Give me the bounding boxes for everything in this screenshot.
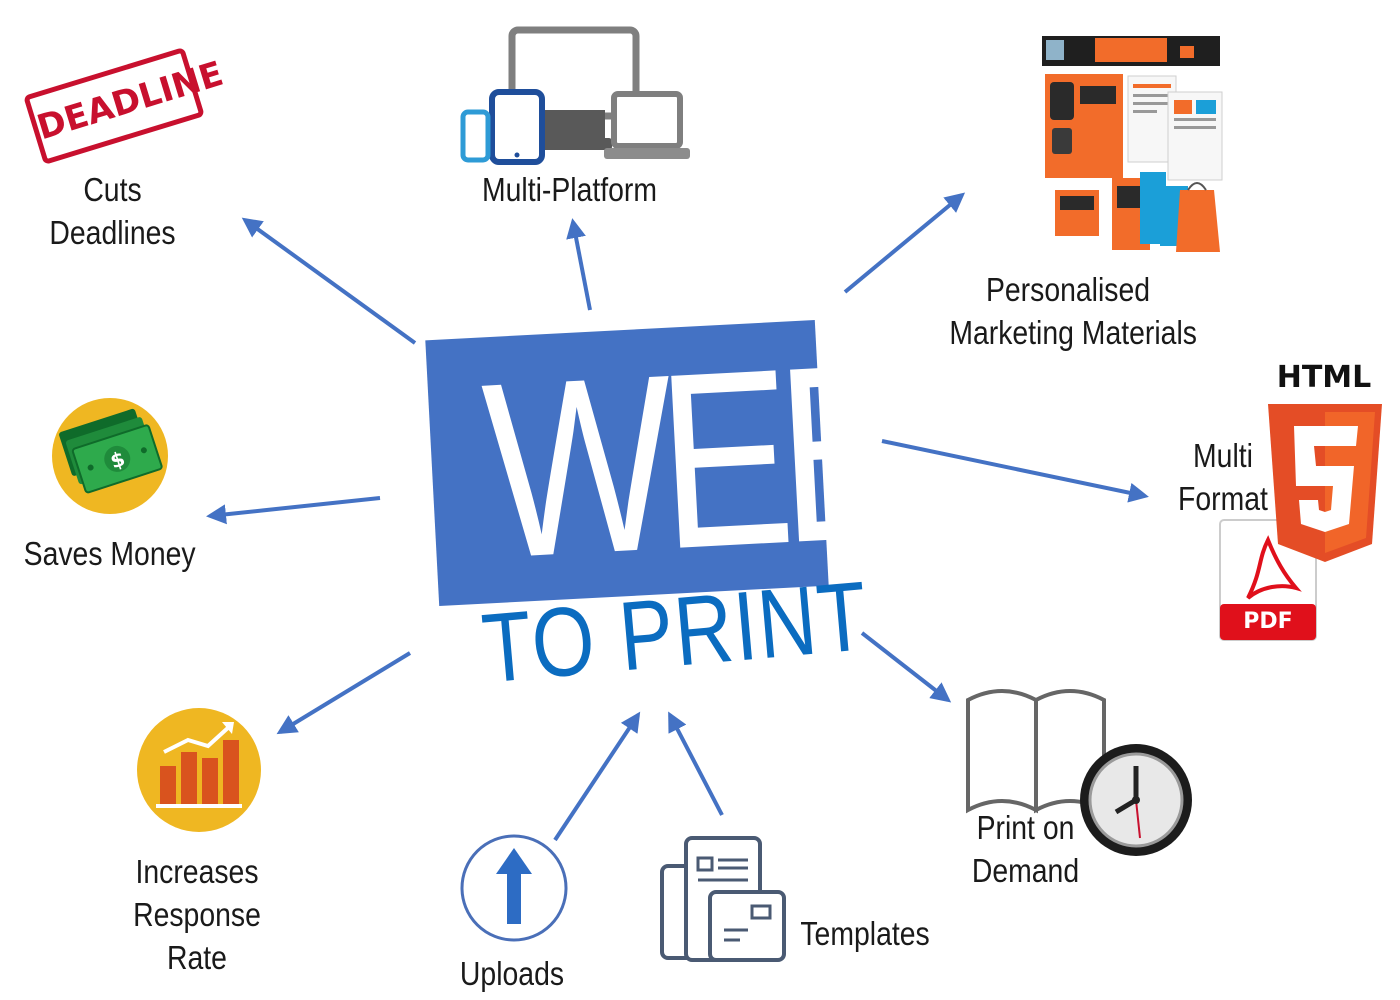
arrow-to-personalised-marketing <box>843 192 966 294</box>
label-saves-money: Saves Money <box>23 535 196 572</box>
label-uploads: Uploads <box>459 955 565 992</box>
html-badge-title: HTML <box>1276 360 1372 395</box>
arrow-to-cuts-deadlines <box>241 217 417 345</box>
label-multi-platform: Multi-Platform <box>481 171 658 208</box>
label-cuts-deadlines: Cuts Deadlines <box>49 171 176 251</box>
label-templates: Templates <box>800 915 930 952</box>
arrow-from-uploads <box>553 711 641 842</box>
arrow-from-templates <box>668 711 724 816</box>
arrow-to-multi-format <box>881 439 1149 503</box>
label-increases-response: Increases Response Rate <box>133 853 261 976</box>
arrow-to-print-on-demand <box>860 631 952 703</box>
label-multi-format: Multi Format <box>1178 437 1268 517</box>
arrow-to-saves-money <box>206 496 381 525</box>
arrow-to-increases-response <box>276 651 412 735</box>
label-print-on-demand: Print on Demand <box>971 809 1080 889</box>
arrow-to-multi-platform <box>566 218 592 311</box>
label-personalised-marketing: Personalised Marketing Materials <box>949 271 1197 351</box>
pdf-badge-text: PDF <box>1243 609 1293 634</box>
